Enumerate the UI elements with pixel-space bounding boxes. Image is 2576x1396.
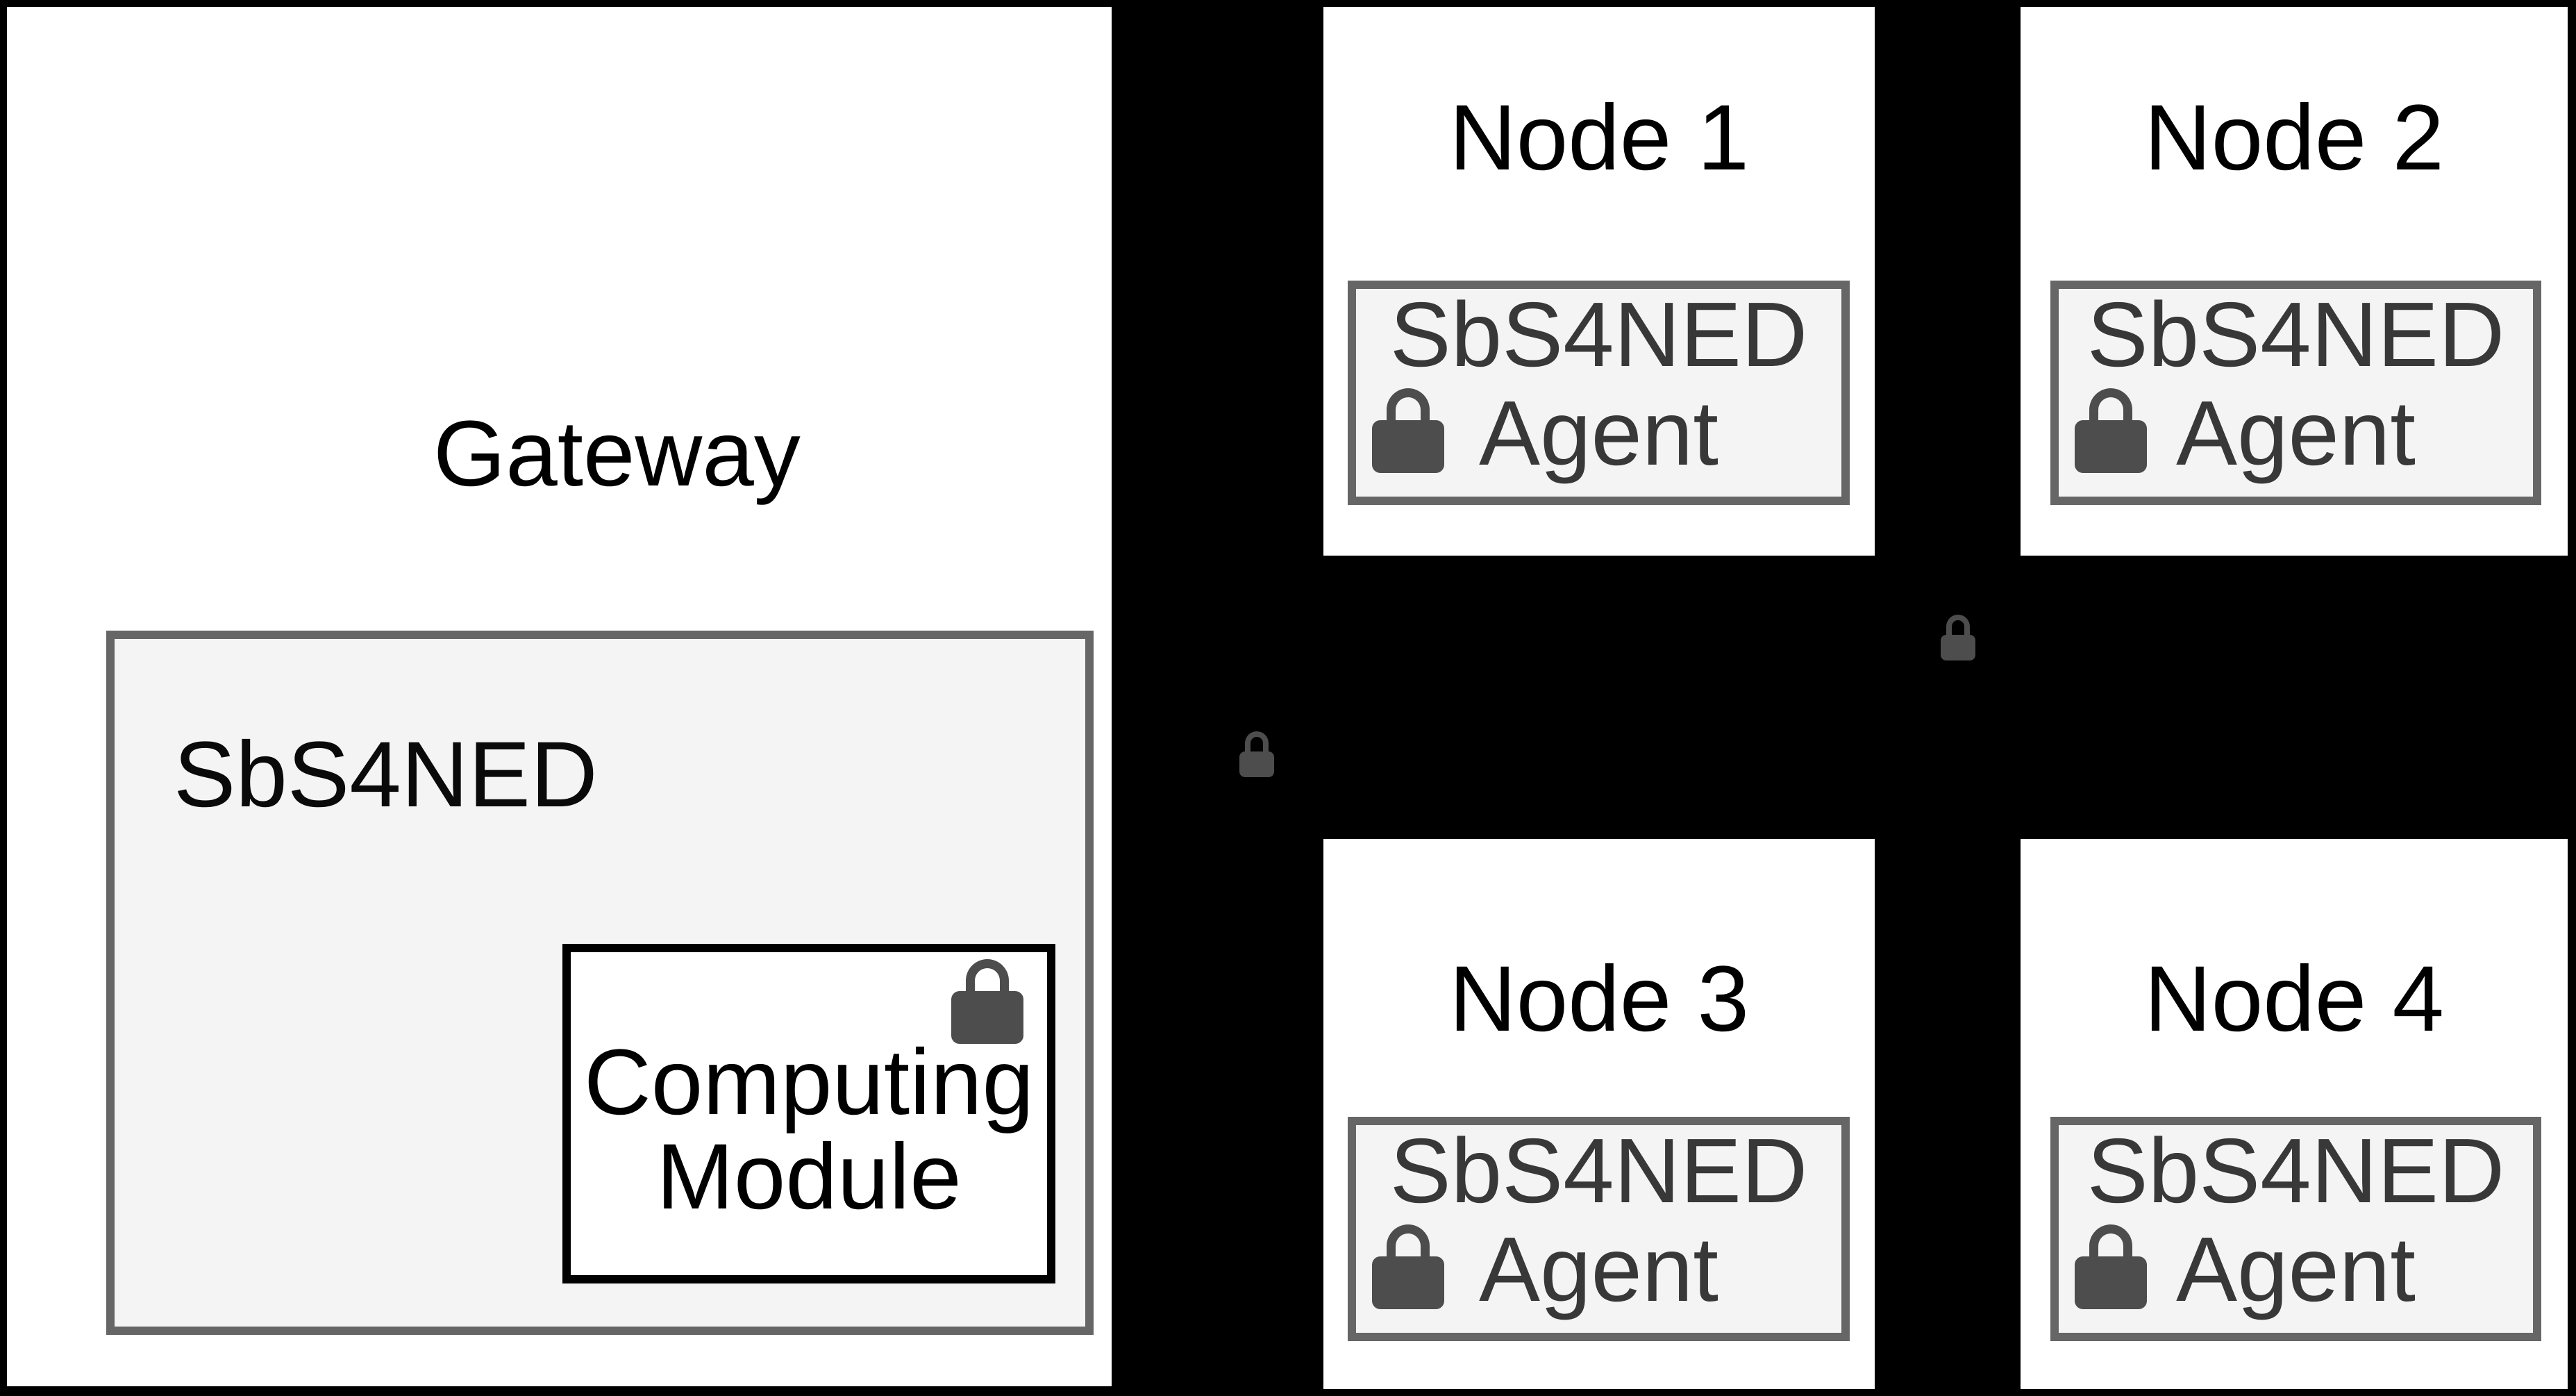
lock-body	[1239, 751, 1274, 777]
agent-label: Agent	[2176, 1218, 2416, 1320]
computing-module-line1: Computing	[583, 1031, 1034, 1134]
lock-body	[2075, 420, 2147, 473]
node-4-box: Node 4 SbS4NED Agent	[2021, 839, 2568, 1389]
lock-icon	[951, 959, 1023, 1044]
lock-body	[2075, 1256, 2147, 1309]
lock-body	[1372, 420, 1444, 473]
lock-icon	[1372, 388, 1444, 473]
agent-label: Agent	[1479, 1218, 1718, 1320]
node-3-agent-panel: SbS4NED Agent	[1348, 1117, 1850, 1341]
node-2-agent-panel: SbS4NED Agent	[2050, 281, 2541, 505]
agent-sbs4ned-label: SbS4NED	[2086, 283, 2505, 385]
lock-icon	[1239, 731, 1274, 777]
node-2-label: Node 2	[2143, 86, 2445, 190]
agent-label: Agent	[1479, 382, 1718, 484]
agent-sbs4ned-label: SbS4NED	[1389, 1120, 1808, 1222]
computing-module-box: Computing Module	[562, 944, 1055, 1283]
lock-shackle	[1946, 615, 1970, 636]
agent-label: Agent	[2176, 382, 2416, 484]
sbs4ned-label: SbS4NED	[174, 723, 598, 826]
gateway-label: Gateway	[433, 402, 801, 506]
agent-sbs4ned-label: SbS4NED	[2086, 1120, 2505, 1222]
lock-icon	[2075, 388, 2147, 473]
node-4-label: Node 4	[2143, 947, 2445, 1051]
lock-body	[1941, 635, 1975, 660]
lock-icon	[2075, 1224, 2147, 1309]
node-1-box: Node 1 SbS4NED Agent	[1323, 7, 1875, 556]
lock-body	[951, 991, 1023, 1044]
computing-module-line2: Module	[656, 1125, 962, 1229]
node-3-box: Node 3 SbS4NED Agent	[1323, 839, 1875, 1389]
node-2-box: Node 2 SbS4NED Agent	[2021, 7, 2568, 556]
computing-module-label: Computing Module	[571, 1036, 1047, 1224]
agent-sbs4ned-label: SbS4NED	[1389, 283, 1808, 385]
node-4-agent-panel: SbS4NED Agent	[2050, 1117, 2541, 1341]
lock-icon	[1941, 615, 1975, 660]
node-3-label: Node 3	[1448, 947, 1750, 1051]
lock-shackle	[2089, 388, 2132, 426]
sbs4ned-panel: SbS4NED Computing Module	[106, 631, 1094, 1335]
gateway-box: Gateway SbS4NED Computing Module	[7, 7, 1112, 1386]
node-1-agent-panel: SbS4NED Agent	[1348, 281, 1850, 505]
lock-body	[1372, 1256, 1444, 1309]
lock-shackle	[1245, 731, 1269, 753]
node-1-label: Node 1	[1448, 86, 1750, 190]
lock-icon	[1372, 1224, 1444, 1309]
